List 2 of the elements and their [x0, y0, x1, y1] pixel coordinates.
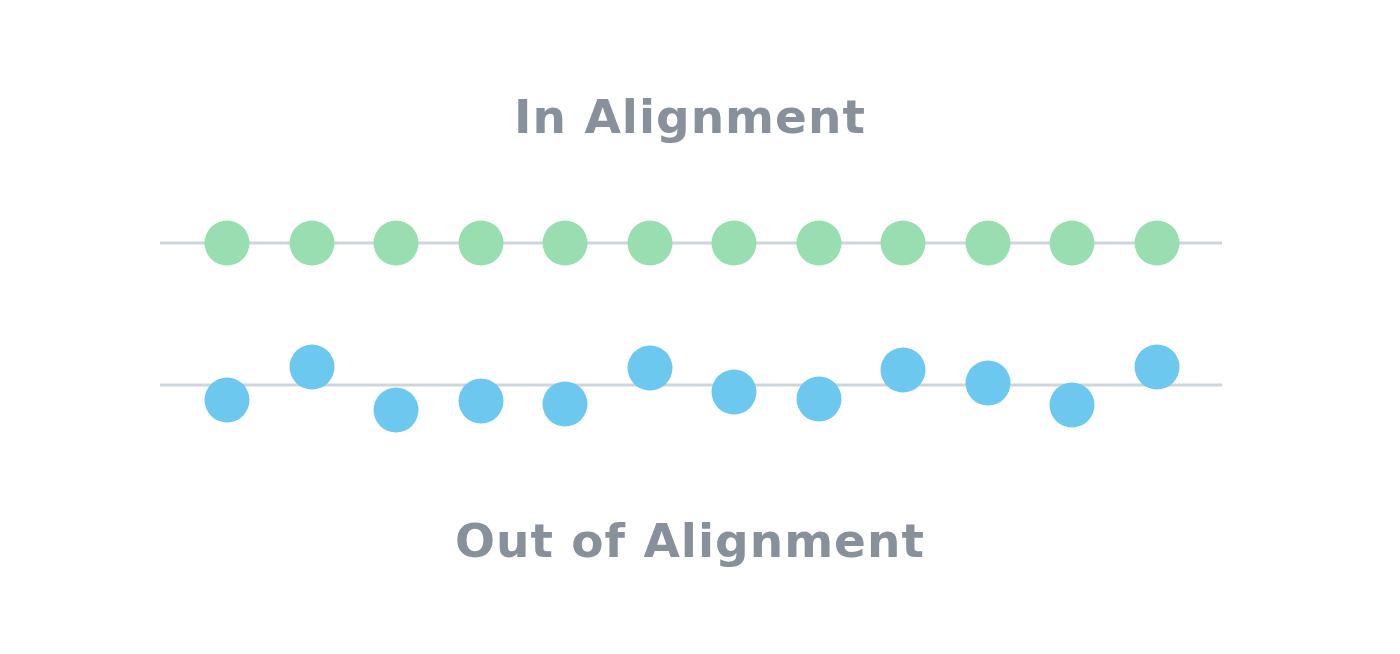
heading-text: In Alignment: [514, 90, 866, 144]
heading-text: Out of Alignment: [455, 514, 925, 568]
